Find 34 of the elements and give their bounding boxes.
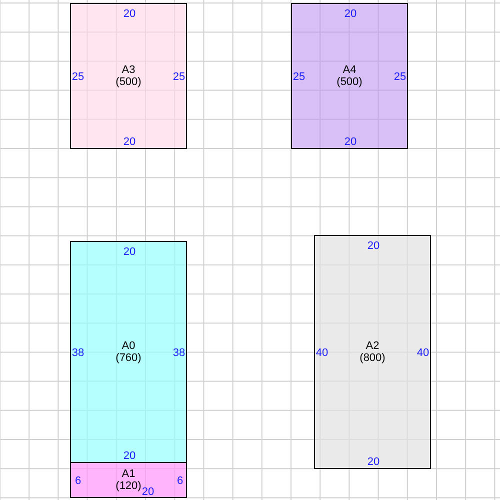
edge-dimension: 40 xyxy=(416,347,430,359)
edge-dimension: 25 xyxy=(72,71,84,83)
edge-dimension: 20 xyxy=(123,246,136,258)
edge-dimension: 20 xyxy=(367,456,380,468)
edge-dimension: 20 xyxy=(142,486,154,498)
edge-dimension: 20 xyxy=(344,8,357,20)
edge-dimension: 25 xyxy=(394,71,406,83)
edge-dimension: 6 xyxy=(176,475,184,487)
sheet-value: (800) xyxy=(360,352,386,364)
edge-dimension: 38 xyxy=(72,347,84,359)
sheet-rect xyxy=(314,235,431,469)
edge-dimension: 20 xyxy=(123,8,136,20)
sheet-value: (120) xyxy=(116,480,142,492)
sheet-value: (500) xyxy=(336,76,362,88)
sheet-rect xyxy=(291,3,408,149)
edge-dimension: 25 xyxy=(172,71,186,83)
sheet-name: A3 xyxy=(122,64,136,76)
sheet-name: A0 xyxy=(122,340,136,352)
edge-dimension: 25 xyxy=(292,71,306,83)
sheet-value: (500) xyxy=(116,76,142,88)
edge-dimension: 40 xyxy=(316,347,328,359)
sheet-name: A1 xyxy=(122,468,136,480)
edge-dimension: 20 xyxy=(123,450,136,462)
sheet-name: A2 xyxy=(366,340,380,352)
sheet-rect xyxy=(70,462,187,498)
edge-dimension: 20 xyxy=(123,136,136,148)
sheet-value: (760) xyxy=(116,352,142,364)
edge-dimension: 20 xyxy=(344,136,357,148)
edge-dimension: 20 xyxy=(367,240,380,252)
sheet-rect xyxy=(70,3,187,149)
sheet-name: A4 xyxy=(342,64,356,76)
edge-dimension: 38 xyxy=(172,347,186,359)
edge-dimension: 6 xyxy=(74,475,82,487)
sheet-rect xyxy=(70,241,187,463)
